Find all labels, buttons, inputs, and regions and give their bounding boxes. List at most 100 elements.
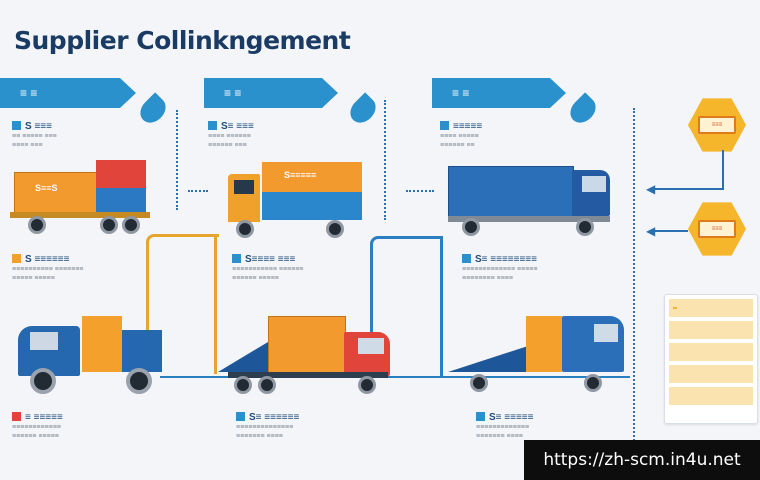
blue-container bbox=[262, 192, 362, 220]
bottom-1-line2: ≡≡≡≡≡≡ ≡≡≡≡≡ bbox=[12, 433, 59, 440]
orange-container bbox=[268, 316, 346, 374]
connector-line bbox=[384, 100, 386, 220]
mid-section-3: S≡ ≡≡≡≡≡≡≡≡ ≡≡≡≡≡≡≡≡≡≡≡≡≡ ≡≡≡≡≡ ≡≡≡≡≡≡≡≡… bbox=[462, 254, 537, 283]
pipe-orange bbox=[210, 234, 217, 374]
bottom-3-line2: ≡≡≡≡≡≡≡ ≡≡≡≡ bbox=[476, 433, 523, 440]
page-title: Supplier Collinkngement bbox=[14, 26, 351, 55]
banner-1: ≡ ≡ bbox=[0, 78, 136, 108]
truck-1-label: S≡≡S bbox=[35, 183, 58, 193]
window bbox=[358, 338, 384, 354]
mid-2-line2: ≡≡≡≡≡≡ ≡≡≡≡≡ bbox=[232, 275, 279, 282]
window bbox=[582, 176, 606, 192]
bullet-icon bbox=[462, 254, 471, 263]
wheel-icon bbox=[462, 218, 480, 236]
step-3-info: ≡≡≡≡≡ ≡≡≡≡ ≡≡≡≡≡ ≡≡≡≡≡≡ ≡≡ bbox=[440, 121, 482, 150]
cab-rear bbox=[122, 330, 162, 372]
arrow-line bbox=[652, 188, 722, 192]
wheel-icon bbox=[358, 376, 376, 394]
arrow-connector bbox=[188, 190, 208, 194]
bullet-icon bbox=[236, 412, 245, 421]
url-watermark: https://zh-scm.in4u.net bbox=[524, 440, 760, 480]
wheel-icon bbox=[30, 368, 56, 394]
mid-section-1: S ≡≡≡≡≡≡ ≡≡≡≡≡≡≡≡≡≡ ≡≡≡≡≡≡≡ ≡≡≡≡≡ ≡≡≡≡≡ bbox=[12, 254, 83, 283]
step-3-line1: ≡≡≡≡ ≡≡≡≡≡ bbox=[440, 133, 479, 140]
trailer-ramp bbox=[448, 346, 528, 372]
hex-badge-1-label: ≡≡≡ bbox=[698, 116, 736, 134]
chassis bbox=[448, 216, 610, 222]
pin-1-icon bbox=[135, 92, 171, 128]
document-stack bbox=[664, 294, 758, 424]
wheel-icon bbox=[28, 216, 46, 234]
truck-1-illustration: S≡≡S bbox=[10, 158, 150, 234]
bottom-3-heading: S≡ ≡≡≡≡≡ bbox=[489, 412, 534, 423]
wheel-icon bbox=[234, 376, 252, 394]
wheel-icon bbox=[236, 220, 254, 238]
step-1-line1: ≡≡ ≡≡≡≡≡ ≡≡≡ bbox=[12, 133, 57, 140]
bullet-icon bbox=[440, 121, 449, 130]
mid-2-line1: ≡≡≡≡≡≡≡≡≡≡≡ ≡≡≡≡≡≡ bbox=[232, 266, 304, 273]
arrow-connector bbox=[406, 190, 434, 194]
truck-5-illustration bbox=[218, 314, 394, 400]
banner-2-arrow bbox=[322, 78, 338, 108]
bottom-2-line1: ≡≡≡≡≡≡≡≡≡≡≡≡≡≡ bbox=[236, 424, 294, 431]
wheel-icon bbox=[122, 216, 140, 234]
mid-3-heading: S≡ ≡≡≡≡≡≡≡≡ bbox=[475, 254, 537, 265]
baseline bbox=[160, 376, 630, 378]
pipe-blue bbox=[370, 236, 443, 379]
hex-badge-2-label: ≡≡≡ bbox=[698, 220, 736, 238]
mid-1-line2: ≡≡≡≡≡ ≡≡≡≡≡ bbox=[12, 275, 55, 282]
mid-1-line1: ≡≡≡≡≡≡≡≡≡≡ ≡≡≡≡≡≡≡ bbox=[12, 266, 84, 273]
connector-line bbox=[633, 108, 635, 468]
banner-2: ≡ ≡ bbox=[204, 78, 338, 108]
banner-3-label: ≡ ≡ bbox=[432, 78, 550, 108]
bottom-section-3: S≡ ≡≡≡≡≡ ≡≡≡≡≡≡≡≡≡≡≡≡≡ ≡≡≡≡≡≡≡ ≡≡≡≡ bbox=[476, 412, 533, 441]
bottom-section-2: S≡ ≡≡≡≡≡≡ ≡≡≡≡≡≡≡≡≡≡≡≡≡≡ ≡≡≡≡≡≡≡ ≡≡≡≡ bbox=[236, 412, 299, 441]
connector-line bbox=[176, 110, 178, 210]
bullet-icon bbox=[476, 412, 485, 421]
trailer-ramp bbox=[218, 342, 268, 372]
banner-3-arrow bbox=[550, 78, 566, 108]
arrow-left-icon: ◀ bbox=[646, 224, 656, 238]
bottom-2-heading: S≡ ≡≡≡≡≡≡ bbox=[249, 412, 300, 423]
doc-row bbox=[669, 321, 753, 339]
step-2-line2: ≡≡≡≡≡≡ ≡≡≡ bbox=[208, 142, 247, 149]
blue-box bbox=[448, 166, 574, 218]
orange-container: S≡≡S bbox=[14, 172, 98, 214]
bottom-section-1: ≡ ≡≡≡≡≡ ≡≡≡≡≡≡≡≡≡≡≡≡ ≡≡≡≡≡≡ ≡≡≡≡≡ bbox=[12, 412, 63, 441]
step-2-heading: S≡ ≡≡≡ bbox=[221, 121, 254, 132]
blue-container bbox=[96, 188, 146, 214]
truck-4-illustration bbox=[16, 312, 166, 396]
hex-badge-2: ≡≡≡ bbox=[688, 202, 746, 256]
step-1-info: S ≡≡≡ ≡≡ ≡≡≡≡≡ ≡≡≡ ≡≡≡≡ ≡≡≡ bbox=[12, 121, 57, 150]
banner-1-label: ≡ ≡ bbox=[0, 78, 120, 108]
mid-3-line2: ≡≡≡≡≡≡≡≡ ≡≡≡≡ bbox=[462, 275, 513, 282]
truck-3-illustration bbox=[448, 162, 616, 242]
bottom-3-line1: ≡≡≡≡≡≡≡≡≡≡≡≡≡ bbox=[476, 424, 530, 431]
pin-3-icon bbox=[565, 92, 601, 128]
chassis bbox=[228, 372, 388, 378]
banner-3: ≡ ≡ bbox=[432, 78, 566, 108]
step-1-line2: ≡≡≡≡ ≡≡≡ bbox=[12, 142, 43, 149]
arrow-left-icon: ◀ bbox=[646, 182, 656, 196]
bullet-icon bbox=[12, 412, 21, 421]
orange-box bbox=[526, 316, 562, 372]
mid-1-heading: S ≡≡≡≡≡≡ bbox=[25, 254, 70, 265]
pipe-blue bbox=[436, 236, 443, 376]
wheel-icon bbox=[326, 220, 344, 238]
wheel-icon bbox=[584, 374, 602, 392]
bottom-1-line1: ≡≡≡≡≡≡≡≡≡≡≡≡ bbox=[12, 424, 62, 431]
hex-badge-1: ≡≡≡ bbox=[688, 98, 746, 152]
step-1-heading: S ≡≡≡ bbox=[25, 121, 52, 132]
red-container bbox=[96, 160, 146, 188]
truck-6-illustration bbox=[448, 312, 628, 398]
mid-section-2: S≡≡≡≡ ≡≡≡ ≡≡≡≡≡≡≡≡≡≡≡ ≡≡≡≡≡≡ ≡≡≡≡≡≡ ≡≡≡≡… bbox=[232, 254, 303, 283]
truck-2-label: S≡≡≡≡≡ bbox=[284, 170, 317, 180]
bottom-1-heading: ≡ ≡≡≡≡≡ bbox=[25, 412, 63, 423]
mid-2-heading: S≡≡≡≡ ≡≡≡ bbox=[245, 254, 296, 265]
wheel-icon bbox=[576, 218, 594, 236]
bullet-icon bbox=[12, 254, 21, 263]
trailer-bed bbox=[10, 212, 150, 218]
pipe-orange bbox=[146, 234, 219, 377]
arrow-line bbox=[652, 230, 688, 232]
wheel-icon bbox=[258, 376, 276, 394]
